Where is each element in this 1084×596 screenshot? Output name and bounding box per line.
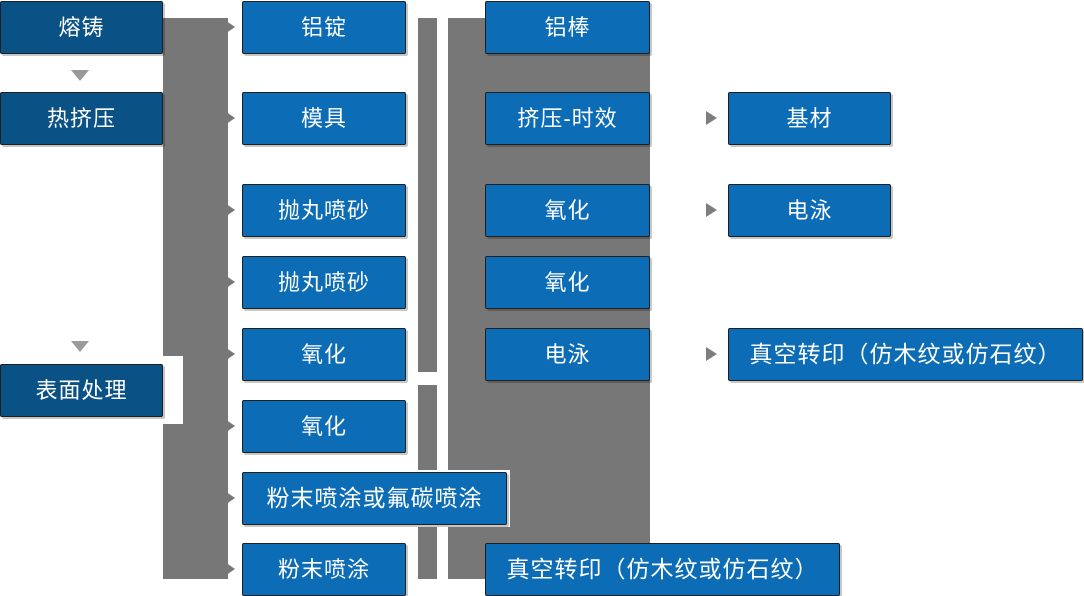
- treatment-label: 铝棒: [544, 14, 591, 40]
- treatment-box-oxidation-1[interactable]: 氧化: [485, 184, 650, 237]
- operation-label: 抛丸喷砂: [277, 197, 370, 223]
- treatment-label: 电泳: [544, 341, 591, 367]
- treatment-box-electrophoresis[interactable]: 电泳: [485, 328, 650, 381]
- stage-label: 表面处理: [35, 377, 128, 403]
- operation-box-shot-blasting-2[interactable]: 抛丸喷砂: [242, 256, 406, 309]
- connector-notch-1: [437, 18, 448, 62]
- connector-notch-5: [437, 282, 448, 351]
- stage-label: 熔铸: [58, 14, 105, 40]
- treatment-box-oxidation-2[interactable]: 氧化: [485, 256, 650, 309]
- operation-label: 氧化: [300, 413, 347, 439]
- operation-label: 模具: [300, 105, 347, 131]
- operation-box-powder-or-fluorocarbon-coating[interactable]: 粉末喷涂或氟碳喷涂: [242, 472, 507, 525]
- product-label: 电泳: [786, 197, 833, 223]
- connector-notch-2: [437, 65, 448, 135]
- operation-box-aluminum-ingot[interactable]: 铝锭: [242, 1, 406, 54]
- treatment-label: 氧化: [544, 197, 591, 223]
- connector-rail-narrow: [418, 18, 437, 579]
- product-box-base-material[interactable]: 基材: [728, 92, 891, 145]
- arrow-icon-to-op-6: [222, 417, 235, 435]
- treatment-box-vacuum-transfer-printing[interactable]: 真空转印（仿木纹或仿石纹）: [485, 543, 840, 596]
- product-box-vacuum-transfer-printing[interactable]: 真空转印（仿木纹或仿石纹）: [728, 328, 1083, 381]
- operation-label: 粉末喷涂: [277, 556, 370, 582]
- operation-box-shot-blasting-1[interactable]: 抛丸喷砂: [242, 184, 406, 237]
- operation-label: 铝锭: [300, 14, 347, 40]
- treatment-box-aluminum-bar[interactable]: 铝棒: [485, 1, 650, 54]
- arrow-icon-to-op-8: [222, 560, 235, 578]
- treatment-label: 氧化: [544, 269, 591, 295]
- arrow-down-stage-2: [71, 341, 89, 352]
- connector-gap-lower: [418, 372, 448, 385]
- arrow-icon-to-product-1: [706, 111, 717, 125]
- arrow-icon-to-op-4: [222, 273, 235, 291]
- arrow-icon-to-op-1: [222, 18, 235, 36]
- connector-notch-6: [437, 354, 448, 372]
- operation-box-mold[interactable]: 模具: [242, 92, 406, 145]
- arrow-icon-to-op-2: [222, 109, 235, 127]
- connector-notch-8: [437, 569, 448, 596]
- connector-notch-4: [437, 210, 448, 279]
- product-label: 真空转印（仿木纹或仿石纹）: [749, 341, 1062, 367]
- stage-label: 热挤压: [46, 105, 116, 131]
- stage-box-surface-treatment[interactable]: 表面处理: [0, 364, 163, 417]
- arrow-icon-to-product-3: [706, 347, 717, 361]
- arrow-icon-to-product-2: [706, 203, 717, 217]
- treatment-box-extrusion-aging[interactable]: 挤压-时效: [485, 92, 650, 145]
- arrow-icon-to-op-5: [222, 345, 235, 363]
- arrow-down-stage: [71, 70, 89, 81]
- connector-cutout-surface: [163, 356, 183, 424]
- arrow-icon-to-op-7: [222, 489, 235, 507]
- stage-box-hot-extrusion[interactable]: 热挤压: [0, 92, 163, 145]
- treatment-label: 挤压-时效: [517, 105, 618, 131]
- operation-box-oxidation-1[interactable]: 氧化: [242, 328, 406, 381]
- connector-trunk-left: [163, 18, 228, 579]
- arrow-icon-to-op-3: [222, 201, 235, 219]
- operation-label: 抛丸喷砂: [277, 269, 370, 295]
- product-box-electrophoresis[interactable]: 电泳: [728, 184, 891, 237]
- operation-label: 粉末喷涂或氟碳喷涂: [266, 485, 483, 511]
- operation-box-oxidation-2[interactable]: 氧化: [242, 400, 406, 453]
- connector-notch-3: [437, 138, 448, 207]
- treatment-label: 真空转印（仿木纹或仿石纹）: [506, 556, 819, 582]
- operation-box-powder-coating[interactable]: 粉末喷涂: [242, 543, 406, 596]
- product-label: 基材: [786, 105, 833, 131]
- connector-cutout-top: [163, 0, 228, 18]
- stage-box-melting-casting[interactable]: 熔铸: [0, 1, 163, 54]
- operation-label: 氧化: [300, 341, 347, 367]
